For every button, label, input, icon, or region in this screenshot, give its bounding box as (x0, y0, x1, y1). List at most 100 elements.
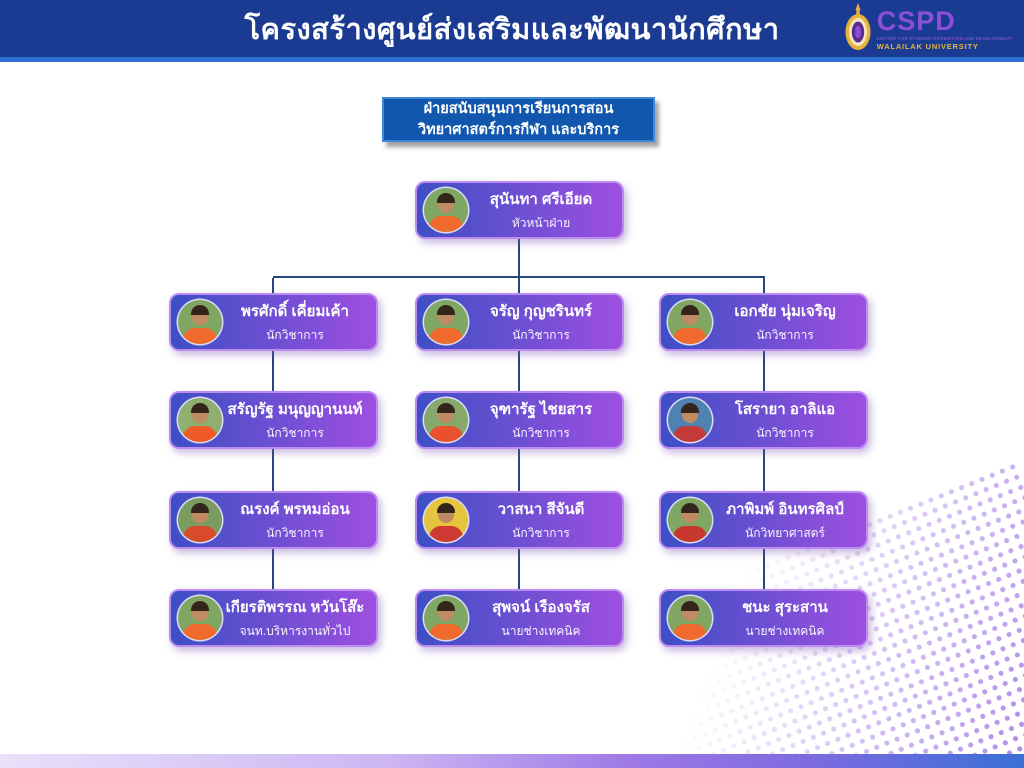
cspd-logo: CSPD CENTER FOR STUDENT PROMOTION AND DE… (845, 2, 1012, 56)
connector-line (272, 549, 274, 589)
connector-line (763, 549, 765, 589)
person-name: ณรงค์ พรหมอ่อน (240, 501, 350, 518)
person-name: ชนะ สุระสาน (742, 599, 828, 616)
avatar-body (429, 624, 463, 640)
org-card: ภาพิมพ์ อินทรศิลป์ นักวิทยาศาสตร์ (659, 491, 868, 549)
person-role: นักวิชาการ (512, 526, 570, 540)
person-name: เอกชัย นุ่มเจริญ (734, 303, 836, 320)
avatar (424, 300, 468, 344)
person-name: ภาพิมพ์ อินทรศิลป์ (726, 501, 844, 518)
person-name: เกียรติพรรณ หวันโส๊ะ (225, 599, 365, 616)
org-card-head: สุนันทา ศรีเอียด หัวหน้าฝ่าย (415, 181, 624, 239)
avatar (668, 596, 712, 640)
avatar (424, 596, 468, 640)
connector-line (273, 276, 765, 278)
logo-text: CSPD CENTER FOR STUDENT PROMOTION AND DE… (876, 5, 1012, 51)
avatar-body (673, 328, 707, 344)
person-role: นักวิชาการ (266, 426, 324, 440)
org-card: สรัญรัฐ มนุญญานนท์ นักวิชาการ (169, 391, 378, 449)
person-name: จุฑารัฐ ไชยสาร (489, 401, 593, 418)
org-card: วาสนา สีจันดี นักวิชาการ (415, 491, 624, 549)
person-name: จรัญ กุญชรินทร์ (489, 303, 593, 320)
avatar-hair (437, 305, 455, 315)
avatar (178, 398, 222, 442)
avatar-body (673, 426, 707, 442)
person-name: วาสนา สีจันดี (497, 501, 585, 518)
avatar (668, 300, 712, 344)
avatar (424, 188, 468, 232)
division-line-2: วิทยาศาสตร์การกีฬา และบริการ (417, 121, 620, 138)
connector-line (763, 278, 765, 293)
connector-line (272, 351, 274, 391)
avatar (178, 300, 222, 344)
logo-tagline: CENTER FOR STUDENT PROMOTION AND DEVELOP… (876, 35, 1012, 41)
avatar-hair (437, 503, 455, 513)
avatar-body (429, 426, 463, 442)
org-card: เกียรติพรรณ หวันโส๊ะ จนท.บริหารงานทั่วไป (169, 589, 378, 647)
org-card: สุพจน์ เรืองจรัส นายช่างเทคนิค (415, 589, 624, 647)
avatar-hair (437, 193, 455, 203)
person-role: นักวิชาการ (266, 526, 324, 540)
connector-line (518, 549, 520, 589)
avatar-body (183, 328, 217, 344)
org-card: จรัญ กุญชรินทร์ นักวิชาการ (415, 293, 624, 351)
avatar (424, 498, 468, 542)
avatar-body (429, 526, 463, 542)
person-name: สุนันทา ศรีเอียด (489, 191, 593, 208)
person-role: หัวหน้าฝ่าย (511, 216, 571, 230)
person-name: สรัญรัฐ มนุญญานนท์ (227, 401, 363, 418)
avatar-hair (437, 601, 455, 611)
avatar-hair (681, 403, 699, 413)
avatar-hair (681, 305, 699, 315)
avatar (424, 398, 468, 442)
person-role: นักวิชาการ (756, 328, 814, 342)
university-emblem-icon (845, 2, 871, 56)
person-role: นายช่างเทคนิค (501, 624, 581, 638)
connector-line (518, 239, 520, 277)
avatar-body (429, 328, 463, 344)
avatar-body (183, 426, 217, 442)
bottom-gradient-band (0, 754, 1024, 768)
avatar (178, 596, 222, 640)
org-card: พรศักดิ์ เคี่ยมเค้า นักวิชาการ (169, 293, 378, 351)
avatar-hair (191, 305, 209, 315)
person-role: นักวิชาการ (266, 328, 324, 342)
person-role: นักวิชาการ (512, 328, 570, 342)
connector-line (272, 449, 274, 491)
person-role: นักวิทยาศาสตร์ (745, 526, 825, 540)
connector-line (763, 449, 765, 491)
avatar-body (673, 526, 707, 542)
avatar-hair (437, 403, 455, 413)
org-card: จุฑารัฐ ไชยสาร นักวิชาการ (415, 391, 624, 449)
org-card: โสรายา อาลิแอ นักวิชาการ (659, 391, 868, 449)
connector-line (518, 351, 520, 391)
org-card: เอกชัย นุ่มเจริญ นักวิชาการ (659, 293, 868, 351)
connector-line (518, 449, 520, 491)
avatar-hair (681, 503, 699, 513)
connector-line (763, 351, 765, 391)
division-box: ฝ่ายสนับสนุนการเรียนการสอน วิทยาศาสตร์กา… (382, 97, 655, 142)
avatar-hair (681, 601, 699, 611)
header-accent-line (0, 57, 1024, 62)
person-name: โสรายา อาลิแอ (734, 401, 836, 418)
avatar-body (183, 526, 217, 542)
logo-acronym: CSPD (876, 5, 956, 36)
logo-university-name: WALAILAK UNIVERSITY (876, 42, 979, 51)
avatar-body (183, 624, 217, 640)
avatar-hair (191, 601, 209, 611)
person-name: พรศักดิ์ เคี่ยมเค้า (241, 303, 349, 320)
connector-line (518, 278, 520, 293)
header: โครงสร้างศูนย์ส่งเสริมและพัฒนานักศึกษา C… (0, 0, 1024, 57)
division-line-1: ฝ่ายสนับสนุนการเรียนการสอน (423, 101, 614, 118)
avatar (668, 398, 712, 442)
person-role: นักวิชาการ (756, 426, 814, 440)
org-card: ณรงค์ พรหมอ่อน นักวิชาการ (169, 491, 378, 549)
person-name: สุพจน์ เรืองจรัส (492, 599, 590, 616)
connector-line (272, 278, 274, 293)
person-role: นักวิชาการ (512, 426, 570, 440)
avatar-hair (191, 503, 209, 513)
avatar-body (673, 624, 707, 640)
person-role: นายช่างเทคนิค (745, 624, 825, 638)
avatar (668, 498, 712, 542)
